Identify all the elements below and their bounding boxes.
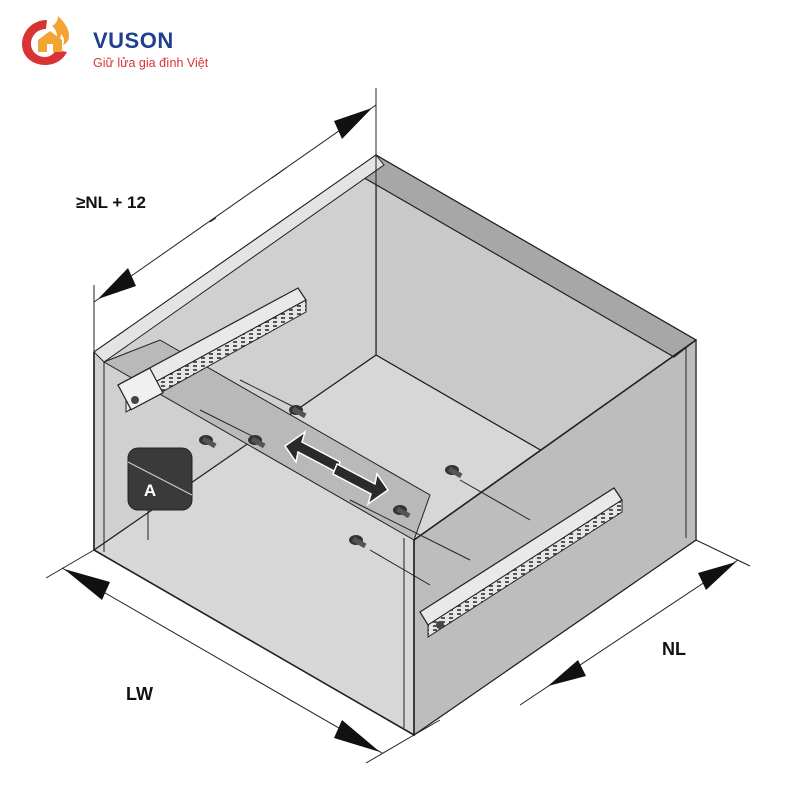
screw: [248, 435, 266, 449]
brand-logo: VUSON Giữ lửa gia đình Việt: [14, 10, 274, 70]
width-label: LW: [126, 684, 153, 704]
cabinet: [92, 153, 698, 737]
screw: [393, 505, 411, 519]
depth-label: ≥NL + 12: [76, 193, 146, 212]
mounting-screws: [199, 405, 463, 549]
screw: [289, 405, 307, 419]
dimension-depth: [93, 88, 377, 352]
left-drawer-runner: [117, 287, 307, 413]
cabinet-side-band: [102, 339, 431, 541]
alignment-lines: [199, 379, 531, 586]
screw: [349, 535, 367, 549]
screw: [199, 435, 217, 449]
dimension-width: [45, 549, 415, 764]
slide-direction-arrows: [283, 430, 390, 506]
flame-house-icon: [22, 16, 69, 65]
dimension-length: [413, 539, 751, 736]
cabinet-left-top-face: [93, 154, 385, 363]
marker-a-label: A: [144, 481, 156, 500]
screw: [445, 465, 463, 479]
arrow-right-icon: [332, 462, 390, 506]
right-drawer-runner: [419, 487, 623, 638]
marker-a: A: [127, 447, 193, 540]
length-label: NL: [662, 639, 686, 659]
brand-name: VUSON: [93, 28, 174, 53]
brand-tagline: Giữ lửa gia đình Việt: [93, 56, 209, 70]
